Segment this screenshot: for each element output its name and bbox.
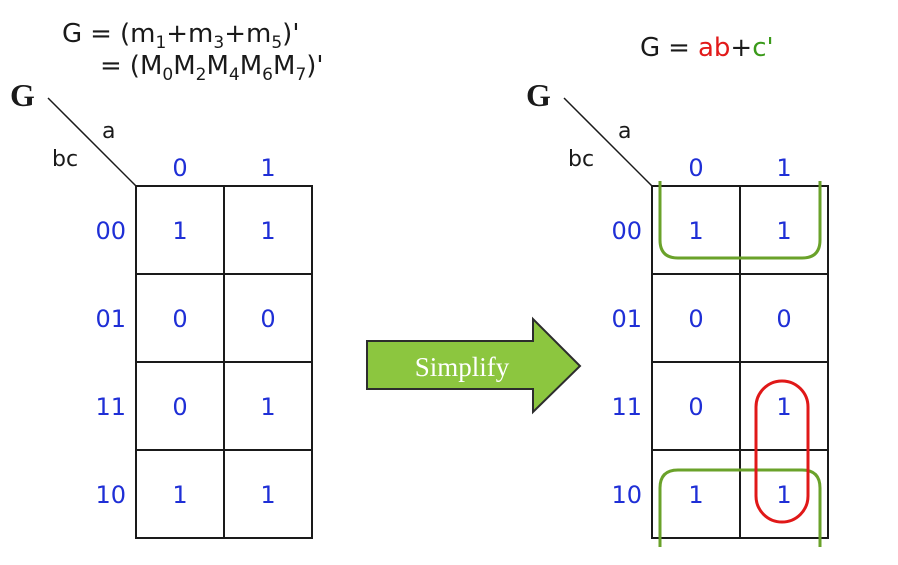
group-row-10 (658, 468, 822, 547)
simplify-arrow: Simplify (366, 316, 582, 415)
kmap-cell-value: 1 (776, 217, 791, 245)
eq-equals: = (668, 33, 690, 63)
kmap-cell-value: 1 (260, 217, 275, 245)
kmap-col-header: 0 (172, 154, 187, 182)
eq-text: M (206, 51, 228, 81)
kmap-cell-value: 0 (260, 305, 275, 333)
eq-text: +m (224, 19, 271, 49)
kmap-col-var: a (618, 119, 631, 144)
group-row-00 (658, 181, 822, 260)
kmap-cell-value: 1 (776, 481, 791, 509)
kmap-cell (739, 449, 829, 539)
eq-lhs: G (62, 19, 82, 49)
kmap-row-var: bc (568, 147, 594, 172)
eq-subscript: 5 (271, 33, 282, 53)
eq-subscript: 2 (196, 65, 207, 85)
kmap-row-var: bc (52, 147, 78, 172)
eq-text: M (173, 51, 195, 81)
kmap-function-label: G (10, 77, 35, 113)
eq-equals: = (100, 51, 122, 81)
arrow-shape (366, 316, 582, 415)
eq-subscript: 6 (262, 65, 273, 85)
kmap-cell-value: 1 (776, 393, 791, 421)
eq-term-ab: ab (698, 33, 730, 63)
kmap-cell-value: 0 (688, 393, 703, 421)
eq-text: (M (130, 51, 163, 81)
kmap-col-var: a (102, 119, 115, 144)
eq-text: )' (306, 51, 323, 81)
kmap-col-header: 1 (776, 154, 791, 182)
kmap-cell-value: 0 (172, 305, 187, 333)
eq-text: (m (120, 19, 155, 49)
equation-simplified: G = ab+c' (640, 33, 774, 63)
kmap-col-header: 0 (688, 154, 703, 182)
kmap-function-label: G (526, 77, 551, 113)
group-column-a1 (754, 379, 810, 524)
arrow-label: Simplify (415, 352, 510, 382)
kmap-cell-value: 0 (688, 305, 703, 333)
eq-term-c: c' (752, 33, 773, 63)
kmap-row-header: 10 (611, 481, 642, 509)
kmap-cell-value: 0 (172, 393, 187, 421)
kmap-cell-value: 1 (260, 393, 275, 421)
eq-text: +m (166, 19, 213, 49)
kmap-cell-value: 1 (688, 481, 703, 509)
eq-text: M (273, 51, 295, 81)
kmap-diagonal (47, 97, 137, 187)
kmap-cell-value: 1 (260, 481, 275, 509)
kmap-row-header: 11 (611, 393, 642, 421)
kmap-cell-value: 1 (172, 217, 187, 245)
eq-subscript: 0 (162, 65, 173, 85)
kmap-row-header: 10 (95, 481, 126, 509)
kmap-right-groups (658, 181, 822, 547)
kmap-row-header: 00 (95, 217, 126, 245)
eq-subscript: 4 (229, 65, 240, 85)
eq-text: )' (282, 19, 299, 49)
kmap-cell-value: 1 (172, 481, 187, 509)
eq-subscript: 7 (295, 65, 306, 85)
kmap-row-header: 01 (611, 305, 642, 333)
eq-subscript: 1 (155, 33, 166, 53)
kmap-row-header: 11 (95, 393, 126, 421)
eq-equals: = (90, 19, 112, 49)
kmap-diagonal (563, 97, 653, 187)
eq-text: M (240, 51, 262, 81)
equation-maxterms: =(M0M2M4M6M7)' (100, 51, 324, 85)
kmap-row-header: 00 (611, 217, 642, 245)
kmap-col-header: 1 (260, 154, 275, 182)
kmap-cell-value: 0 (776, 305, 791, 333)
equation-minterms: G=(m1+m3+m5)' (62, 19, 299, 53)
eq-subscript: 3 (213, 33, 224, 53)
kmap-cell-value: 1 (688, 217, 703, 245)
eq-plus: + (730, 33, 752, 63)
kmap-cell (223, 449, 313, 539)
kmap-row-header: 01 (95, 305, 126, 333)
eq-lhs: G (640, 33, 660, 63)
